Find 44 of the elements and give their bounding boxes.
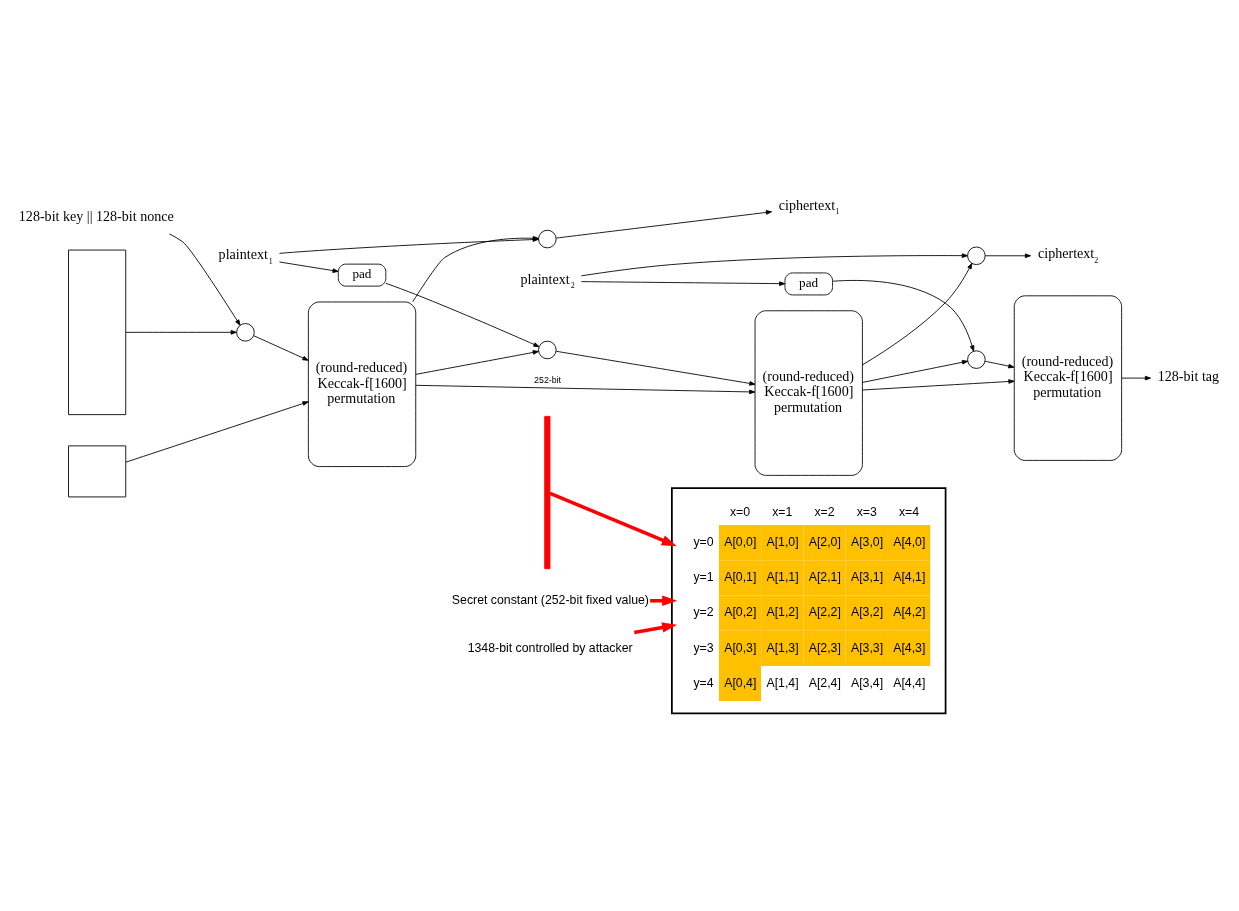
label: A[3,1] [850,569,884,584]
label: A[1,4] [766,675,799,690]
label: x=0 [729,504,751,519]
label: y=4 [693,675,714,690]
label: y=3 [693,640,714,655]
label: A[3,0] [850,534,884,549]
label: y=0 [693,534,714,549]
label: A[2,3] [808,640,841,655]
label: A[0,3] [724,640,757,655]
label: A[2,2] [808,604,841,619]
label: x=4 [898,504,920,519]
label: A[0,2] [724,604,757,619]
label: A[4,4] [893,675,926,690]
node-text: 1348-bit controlled by attacker [467,640,633,655]
node-text: 128-bit key || 128-bit nonce [18,207,174,224]
label: A[0,1] [724,569,757,584]
label: x=1 [772,504,793,519]
label: A[2,1] [808,569,841,584]
label: A[4,2] [893,604,926,619]
label: A[1,1] [766,569,799,584]
label: A[3,3] [850,640,884,655]
label: A[4,3] [893,640,926,655]
node-text: plaintext$_{2}$ [520,270,575,290]
label: A[4,1] [893,569,926,584]
label: A[2,0] [808,534,841,549]
label: A[3,2] [850,604,884,619]
label: A[4,0] [893,534,926,549]
label: A[1,2] [766,604,799,619]
label: y=1 [693,569,714,584]
label: x=2 [814,504,835,519]
edge-label: 252-bit [534,374,562,385]
label: A[0,0] [724,534,757,549]
node-text: plaintext$_{1}$ [218,245,273,266]
node-text: ciphertext$_{1}$ [778,196,840,216]
node-text: 128-bit tag [1157,367,1220,384]
node-text: Secret constant (252-bit fixed value) [451,592,649,607]
label: A[2,4] [808,675,841,690]
label: A[3,4] [850,675,884,690]
node-text: ciphertext$_{2}$ [1038,244,1099,265]
label: A[1,3] [766,640,799,655]
label: A[0,4] [724,675,757,690]
label: x=3 [856,504,877,519]
label: y=2 [693,604,714,619]
label: A[1,0] [766,534,799,549]
